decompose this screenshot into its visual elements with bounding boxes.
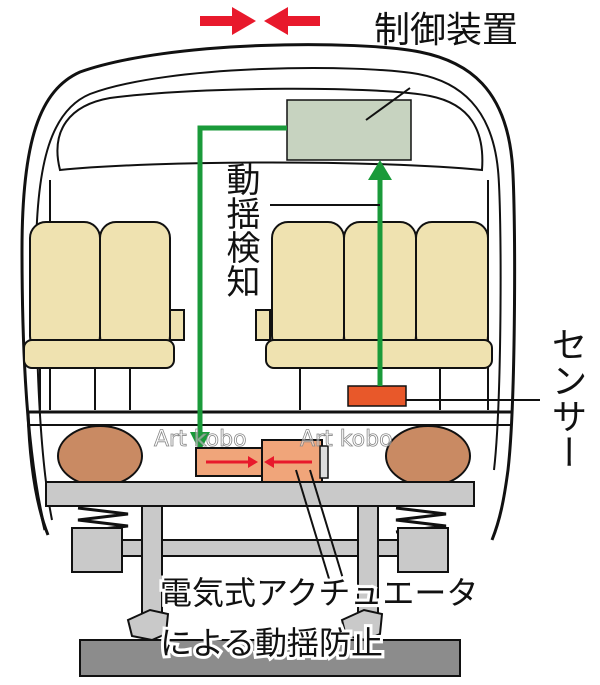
rail-left xyxy=(126,608,170,642)
actuator-leader-line xyxy=(309,469,345,583)
down-arrowhead xyxy=(190,432,210,452)
actuator-label-line2: による動揺防止 xyxy=(160,624,383,662)
lower-body-left xyxy=(26,411,50,536)
armrest xyxy=(169,309,185,341)
seat-back xyxy=(415,221,489,353)
left-seat-group xyxy=(23,221,185,410)
ceiling-contour xyxy=(56,87,484,172)
actuator-end-cap xyxy=(319,445,329,479)
sensor-box xyxy=(347,385,407,407)
vibration-detection-label: 動揺検知 xyxy=(220,162,260,298)
car-body-outer xyxy=(20,43,517,541)
right-seat-group xyxy=(255,221,493,410)
left-arrow-head xyxy=(232,7,256,35)
actuator xyxy=(195,439,329,485)
watermark: Art kobo xyxy=(154,427,247,452)
signal-paths xyxy=(190,125,392,452)
seat-cushion xyxy=(23,339,175,369)
control-leader-line xyxy=(365,87,411,121)
axle xyxy=(121,539,399,557)
control-device-box xyxy=(286,99,412,161)
watermark: Art kobo xyxy=(300,427,393,452)
left-arrow-shaft xyxy=(200,16,234,26)
air-spring-right xyxy=(385,425,471,487)
axle-box-right xyxy=(397,527,449,573)
right-arrow-shaft xyxy=(286,16,320,26)
bogie-frame xyxy=(45,481,475,507)
seat-back xyxy=(99,221,171,353)
support-post-left xyxy=(141,505,163,617)
rail-right xyxy=(340,608,384,642)
seat-back xyxy=(29,221,101,353)
compression-arrows-icon xyxy=(200,7,320,35)
right-arrow-head xyxy=(264,7,288,35)
up-arrowhead xyxy=(368,160,392,180)
actuator-leader-line xyxy=(295,469,331,583)
actuator-arrowhead xyxy=(248,456,258,468)
armrest xyxy=(255,309,271,341)
air-spring-left xyxy=(57,425,143,487)
control-to-actuator-line xyxy=(197,125,287,436)
seat-back xyxy=(271,221,345,353)
axle-box-left xyxy=(71,527,123,573)
actuator-arrowhead xyxy=(264,456,274,468)
actuator-label-line1: 電気式アクチュエータ xyxy=(160,574,478,612)
sleeper xyxy=(79,639,461,677)
control-device-label: 制御装置 xyxy=(374,10,518,51)
sensor-label: センサー xyxy=(546,326,587,470)
